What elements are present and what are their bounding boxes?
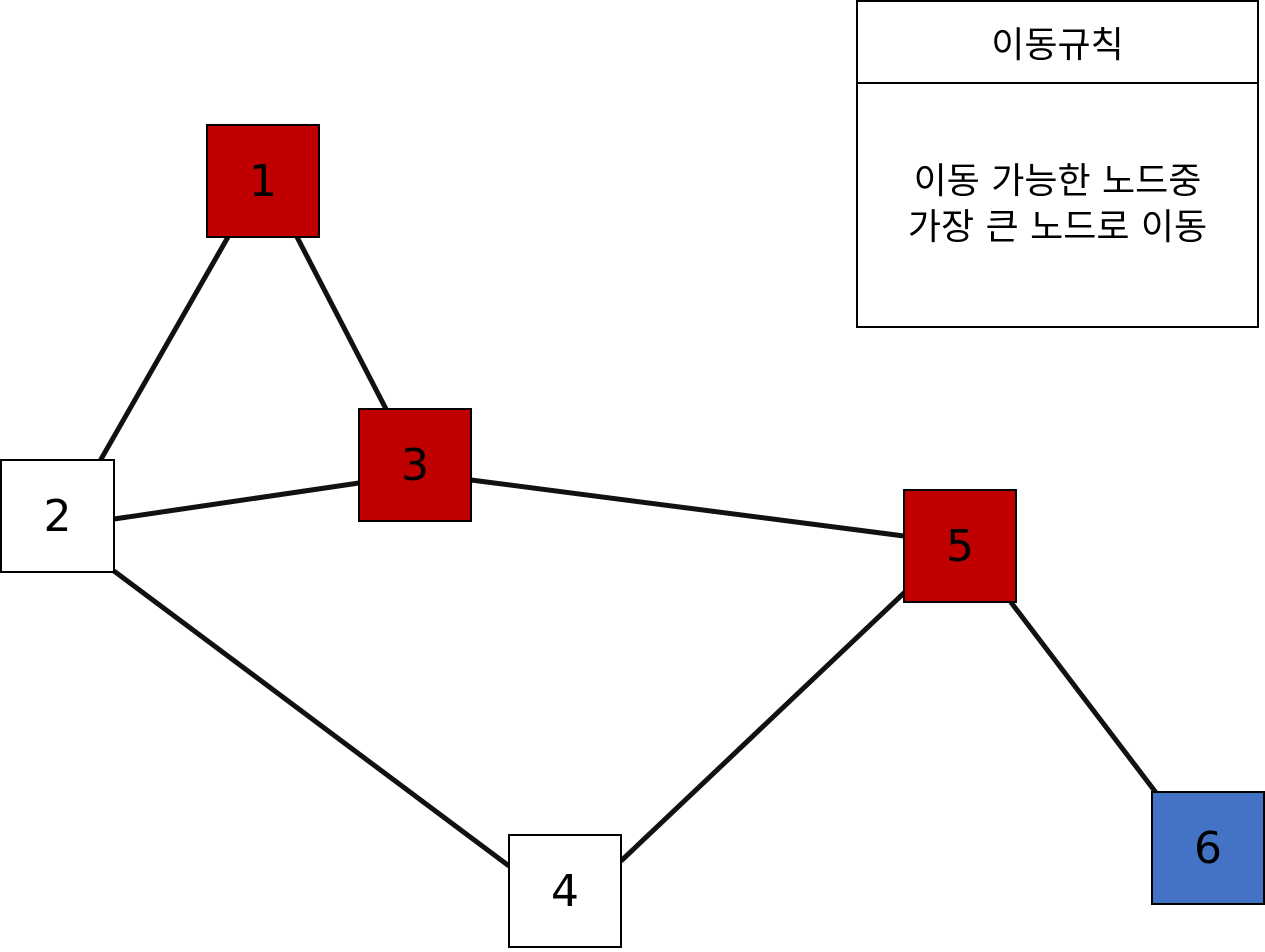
edge-3-5 (470, 477, 905, 539)
rule-body: 이동 가능한 노드중 가장 큰 노드로 이동 (858, 84, 1257, 326)
node-label: 4 (551, 865, 579, 917)
graph-node-2: 2 (0, 459, 115, 573)
node-label: 1 (249, 155, 277, 207)
rule-line-2: 가장 큰 노드로 이동 (907, 207, 1208, 248)
node-label: 2 (43, 490, 72, 542)
node-label: 6 (1194, 822, 1222, 874)
graph-node-4: 4 (508, 834, 622, 948)
node-label: 3 (401, 439, 429, 491)
edge-5-6 (1008, 599, 1159, 796)
edge-2-4 (112, 568, 511, 869)
movement-rule-box: 이동규칙 이동 가능한 노드중 가장 큰 노드로 이동 (856, 0, 1259, 328)
edge-1-3 (294, 235, 389, 411)
graph-node-6: 6 (1151, 791, 1265, 905)
graph-node-5: 5 (903, 489, 1017, 603)
rule-title: 이동규칙 (858, 2, 1257, 84)
edge-2-3 (113, 480, 360, 522)
graph-node-1: 1 (206, 124, 320, 238)
node-label: 5 (946, 520, 974, 572)
graph-node-3: 3 (358, 408, 472, 522)
rule-line-1: 이동 가능한 노드중 (913, 161, 1202, 202)
edge-1-2 (97, 235, 231, 463)
edge-4-5 (619, 590, 907, 863)
